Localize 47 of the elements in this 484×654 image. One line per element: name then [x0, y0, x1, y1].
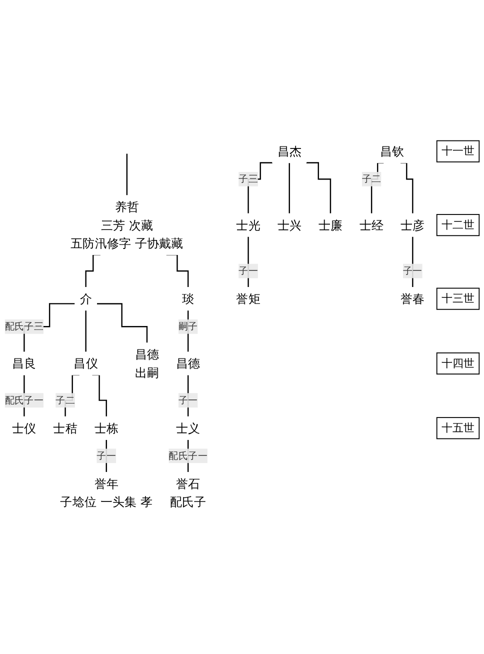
edge-label: 子一: [403, 265, 422, 277]
node-text: 昌德: [176, 356, 200, 372]
node-text: 士仪: [12, 421, 36, 436]
node-text: 士光: [236, 218, 260, 233]
edge-label: 子二: [362, 173, 382, 185]
node-text: 昌杰: [277, 144, 302, 159]
node-box: 十一世: [436, 140, 480, 163]
edge-label: 子一: [238, 265, 258, 277]
node-text: 昌良: [12, 356, 36, 372]
node-text: 士廉: [318, 218, 343, 233]
node-text: 誉石 配氏子: [170, 476, 206, 510]
node-box: 十四世: [436, 352, 480, 375]
connector: [106, 439, 107, 474]
edge-label: 子二: [56, 394, 75, 406]
connector: [248, 162, 272, 215]
connector: [126, 154, 128, 196]
node-text: 养哲 三芳 次藏 五防汛修字 子协戴藏: [70, 200, 184, 251]
connector: [85, 310, 86, 353]
node-text: 士栋: [94, 421, 118, 436]
node-text: 誉矩: [236, 292, 260, 306]
connector: [306, 162, 332, 215]
node-text: 士兴: [277, 218, 302, 233]
connector: [248, 236, 249, 288]
connector: [187, 374, 189, 418]
edge-label: 子一: [96, 450, 116, 462]
edge-label: 配氏子一: [168, 450, 208, 462]
node-text: 誉年 子埝位 一头集 孝: [60, 476, 153, 510]
node-box: 十五世: [436, 418, 480, 440]
node-text: 士彦: [400, 218, 425, 233]
node-text: 琰: [182, 292, 194, 306]
connector: [412, 236, 414, 288]
node-text: 士义: [176, 421, 200, 436]
edge-label: 子一: [178, 394, 198, 406]
connector: [96, 304, 148, 344]
node-box: 十三世: [436, 288, 480, 310]
edge-label: 嗣子: [178, 320, 198, 332]
connector: [187, 310, 189, 353]
node-text: 昌德 出嗣: [134, 348, 160, 380]
node-box: 十二世: [436, 214, 480, 236]
node-text: 士秸: [53, 421, 78, 436]
node-text: 介: [80, 292, 92, 306]
edge-label: 配氏子三: [4, 320, 44, 332]
connector: [288, 162, 290, 215]
edge-label: 子三: [238, 173, 258, 185]
node-text: 士经: [359, 218, 384, 233]
node-text: 誉春: [400, 292, 425, 306]
edge-label: 配氏子一: [4, 394, 44, 406]
